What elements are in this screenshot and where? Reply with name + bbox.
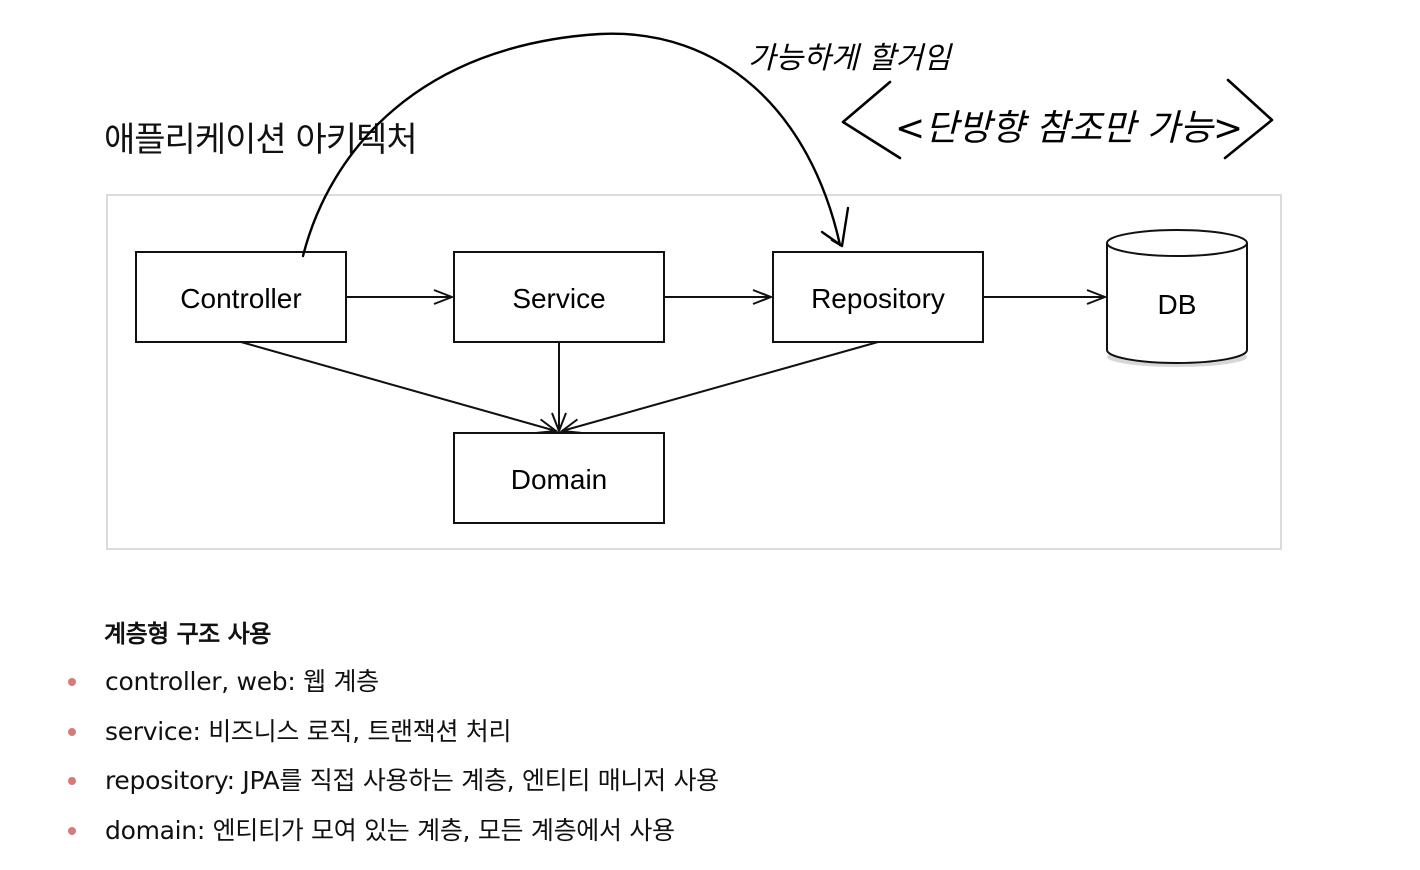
handwritten-note-line2: <단방향 참조만 가능> — [895, 108, 1243, 149]
db-label: DB — [1158, 289, 1197, 320]
repository-node: Repository — [772, 251, 984, 343]
layer-description-list: controller, web: 웹 계층 service: 비즈니스 로직, … — [64, 660, 719, 858]
controller-to-domain-arrow — [240, 341, 556, 431]
list-item: repository: JPA를 직접 사용하는 계층, 엔티티 매니저 사용 — [64, 759, 719, 809]
handwritten-note-line1: 가능하게 할거임 — [748, 41, 953, 76]
controller-label: Controller — [180, 283, 301, 314]
repository-label: Repository — [811, 283, 945, 314]
handwritten-bracket-left — [841, 80, 902, 160]
page-title: 애플리케이션 아키텍처 — [104, 120, 418, 160]
list-item: controller, web: 웹 계층 — [64, 660, 719, 710]
bullet-icon — [68, 826, 76, 835]
handwritten-curve-arrow — [301, 32, 842, 258]
bullet-icon — [68, 727, 76, 736]
handwritten-arrowhead — [820, 206, 850, 248]
service-label: Service — [512, 283, 605, 314]
bullet-icon — [68, 777, 76, 785]
section-heading: 계층형 구조 사용 — [104, 620, 271, 648]
list-item: service: 비즈니스 로직, 트랜잭션 처리 — [64, 710, 719, 760]
domain-node: Domain — [453, 432, 665, 524]
controller-node: Controller — [135, 251, 347, 343]
list-item-text: controller, web: 웹 계층 — [105, 667, 379, 696]
db-node: DB — [1106, 229, 1248, 367]
list-item-text: repository: JPA를 직접 사용하는 계층, 엔티티 매니저 사용 — [105, 766, 719, 795]
diagram-panel — [106, 194, 1282, 550]
list-item: domain: 엔티티가 모여 있는 계층, 모든 계층에서 사용 — [64, 809, 719, 859]
handwritten-bracket-right — [1223, 78, 1274, 160]
repository-to-domain-arrow — [562, 341, 879, 431]
service-node: Service — [453, 251, 665, 343]
domain-label: Domain — [511, 464, 607, 495]
list-item-text: domain: 엔티티가 모여 있는 계층, 모든 계층에서 사용 — [105, 815, 675, 845]
bullet-icon — [68, 678, 76, 686]
list-item-text: service: 비즈니스 로직, 트랜잭션 처리 — [105, 716, 512, 746]
